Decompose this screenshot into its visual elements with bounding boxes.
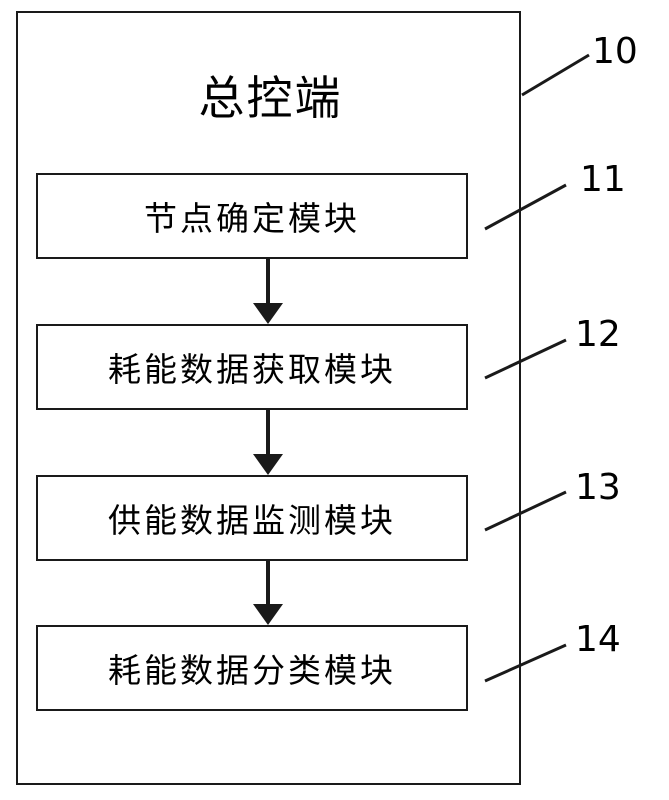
energy-supply-data-monitoring-module: 供能数据监测模块	[36, 475, 468, 561]
control-terminal-title: 总控端	[198, 71, 343, 125]
energy-consumption-data-acquisition-module: 耗能数据获取模块	[36, 324, 468, 410]
node-determination-module: 节点确定模块	[36, 173, 468, 259]
leader-line-10	[521, 53, 590, 97]
reference-numeral-13: 13	[575, 467, 621, 508]
reference-numeral-14: 14	[575, 619, 621, 660]
control-terminal-box: 总控端	[16, 11, 521, 785]
energy-consumption-data-classification-module: 耗能数据分类模块	[36, 625, 468, 711]
module-label: 耗能数据分类模块	[108, 651, 396, 690]
reference-numeral-11: 11	[580, 159, 626, 200]
module-label: 供能数据监测模块	[108, 501, 396, 540]
module-label: 耗能数据获取模块	[108, 350, 396, 389]
reference-numeral-10: 10	[592, 31, 638, 72]
module-label: 节点确定模块	[144, 199, 360, 238]
reference-numeral-12: 12	[575, 314, 621, 355]
